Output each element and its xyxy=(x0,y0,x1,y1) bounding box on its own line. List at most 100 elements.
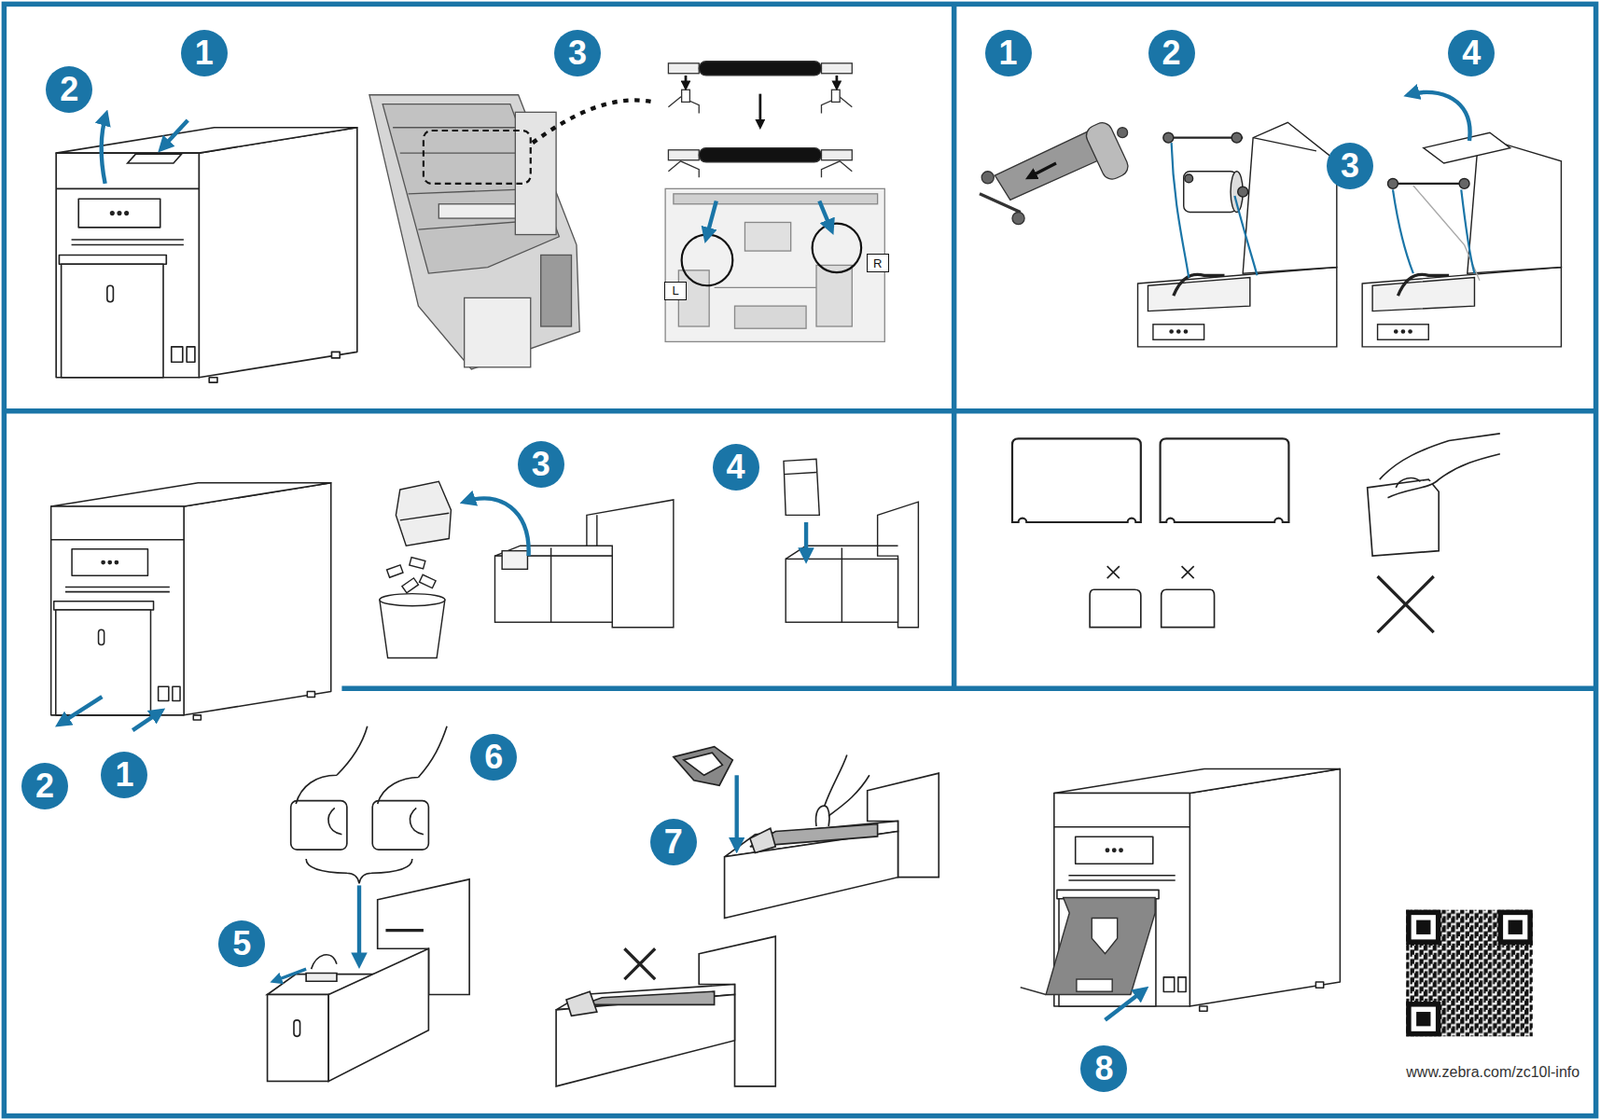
waste-bin xyxy=(379,481,674,658)
open-printer xyxy=(1388,182,1468,185)
card-hopper xyxy=(581,991,714,1005)
cleaning-roller xyxy=(831,89,840,102)
open-printer-interior xyxy=(464,297,531,367)
roller-mount-view xyxy=(681,235,734,287)
open-printer-interior xyxy=(369,95,654,370)
action-arrow xyxy=(735,775,739,849)
cleaning-roller xyxy=(820,150,852,161)
open-printer xyxy=(1242,122,1337,274)
waste-bin xyxy=(409,557,426,570)
callout-number: 2 xyxy=(1162,36,1182,70)
callout-number: 5 xyxy=(232,927,251,961)
leader-line xyxy=(1460,189,1475,274)
callout-circle: 3 xyxy=(1326,142,1374,190)
open-printer xyxy=(1183,171,1238,213)
action-arrow xyxy=(132,710,162,731)
open-printer xyxy=(1153,324,1205,340)
cleaning-roller xyxy=(681,89,691,102)
waste-bin xyxy=(395,481,451,546)
card-hopper xyxy=(624,948,655,980)
callout-circle: 1 xyxy=(180,29,228,77)
open-printer xyxy=(1147,278,1250,312)
roller-mount-view xyxy=(673,194,878,205)
open-printer xyxy=(1413,185,1480,281)
cleaning-roller xyxy=(698,61,821,76)
qr-code xyxy=(1405,910,1441,946)
callout-circle: 4 xyxy=(712,444,760,491)
direction-arrow xyxy=(685,75,837,127)
hand-holding-card xyxy=(1395,478,1420,488)
ribbon-cartridge xyxy=(979,194,1021,213)
open-printer xyxy=(1467,142,1562,274)
card-hopper xyxy=(267,879,471,1083)
callout-number: 1 xyxy=(114,758,134,793)
open-printer xyxy=(1372,278,1475,312)
waste-bin xyxy=(379,594,446,607)
cleaning-roller xyxy=(820,63,852,74)
callout-circle: 8 xyxy=(1080,1045,1127,1093)
card-hopper xyxy=(724,831,899,919)
card-hopper xyxy=(306,973,337,982)
action-arrow xyxy=(161,120,188,150)
card-outline xyxy=(1012,438,1289,627)
leader-line xyxy=(1171,142,1475,278)
web-address: www.zebra.com/zc10l-info xyxy=(1405,1064,1580,1082)
part-label: L xyxy=(671,284,679,297)
roller-mount-view xyxy=(665,188,885,342)
callout-circle: 1 xyxy=(100,751,148,799)
open-printer xyxy=(1408,330,1412,334)
callout-number: 3 xyxy=(568,36,587,70)
roller-mount-view xyxy=(816,264,852,327)
hand-holding-card xyxy=(291,801,348,851)
open-printer xyxy=(1138,122,1562,348)
callout-circle: 2 xyxy=(21,763,69,810)
callout-number: 2 xyxy=(35,769,55,804)
card-outline xyxy=(1160,438,1290,523)
open-printer xyxy=(1397,274,1449,296)
action-arrow xyxy=(706,200,833,238)
action-arrow xyxy=(804,522,808,559)
open-printer-interior xyxy=(532,99,654,143)
callout-number: 7 xyxy=(664,825,683,860)
waste-bin xyxy=(400,513,450,521)
hand-holding-card xyxy=(1379,433,1501,499)
callout-number: 4 xyxy=(726,450,746,485)
panel-frame xyxy=(341,686,1596,692)
callout-number: 4 xyxy=(1461,36,1481,70)
waste-bin xyxy=(418,574,436,588)
card-hopper xyxy=(293,1020,301,1038)
card-hopper xyxy=(683,752,724,776)
qr-code xyxy=(1405,910,1533,1038)
action-arrow xyxy=(1105,989,1146,1021)
waste-bin xyxy=(402,578,419,594)
open-printer xyxy=(1377,324,1430,340)
card-hopper xyxy=(750,828,776,853)
panel-frame xyxy=(951,3,957,689)
action-arrow xyxy=(58,696,161,731)
panel-frame xyxy=(3,3,1596,1116)
part-label: R xyxy=(873,257,882,270)
hand-holding-card xyxy=(372,801,429,851)
open-printer-interior xyxy=(514,111,557,235)
open-printer-interior xyxy=(438,204,521,219)
waste-bin xyxy=(783,459,919,627)
ribbon-cartridge xyxy=(981,171,994,184)
ribbon-cartridge xyxy=(1117,127,1128,139)
hand-holding-card xyxy=(1367,479,1440,557)
card-tray xyxy=(1020,987,1046,996)
cleaning-roller xyxy=(667,61,852,179)
cleaning-roller xyxy=(667,150,699,161)
callout-number: 2 xyxy=(59,72,79,107)
card-outline xyxy=(1161,589,1215,627)
card-tray xyxy=(1020,898,1155,996)
waste-bin xyxy=(501,551,528,571)
open-printer xyxy=(1388,178,1399,189)
hand-holding-card xyxy=(291,726,447,884)
hand-holding-card xyxy=(1377,576,1434,633)
card-hopper xyxy=(828,775,870,817)
direction-arrow xyxy=(758,94,762,127)
callout-number: 1 xyxy=(999,36,1018,70)
open-printer xyxy=(1401,330,1405,334)
card-outline xyxy=(1089,589,1141,627)
